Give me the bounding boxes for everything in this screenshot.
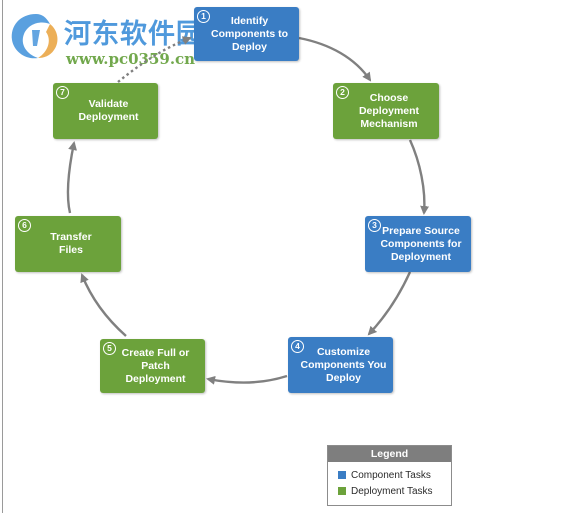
connector-5-to-6: [80, 273, 127, 337]
watermark-url: www.pc0359.cn: [66, 50, 196, 68]
step-1-number-badge: 1: [197, 10, 210, 23]
connector-2-to-3: [408, 139, 430, 215]
legend-swatch-deployment: [338, 487, 346, 495]
legend: Legend Component Tasks Deployment Tasks: [327, 445, 452, 506]
connector-3-to-4: [367, 271, 412, 336]
step-5-number-badge: 5: [103, 342, 116, 355]
step-2-choose-mechanism: 2 Choose Deployment Mechanism: [333, 83, 439, 139]
step-5-create-deployment: 5 Create Full or Patch Deployment: [100, 339, 205, 393]
step-7-validate-deployment: 7 Validate Deployment: [53, 83, 158, 139]
watermark-logo-icon: [11, 14, 58, 59]
legend-item-deployment-tasks: Deployment Tasks: [338, 486, 433, 497]
step-4-number-badge: 4: [291, 340, 304, 353]
watermark-site-name: 河东软件园: [64, 19, 204, 50]
step-3-number-badge: 3: [368, 219, 381, 232]
step-2-number-badge: 2: [336, 86, 349, 99]
step-5-label: Create Full or Patch Deployment: [121, 346, 190, 385]
step-6-number-badge: 6: [18, 219, 31, 232]
step-3-prepare-source: 3 Prepare Source Components for Deployme…: [365, 216, 471, 272]
step-6-label: Transfer Files: [50, 231, 92, 256]
legend-item-component-tasks: Component Tasks: [338, 470, 431, 481]
step-4-label: Customize Components You Deploy: [300, 345, 387, 384]
step-3-label: Prepare Source Components for Deployment: [380, 224, 462, 263]
legend-label-component: Component Tasks: [351, 470, 431, 481]
legend-title: Legend: [328, 446, 451, 462]
left-border-line: [2, 0, 3, 513]
step-1-label: Identify Components to Deploy: [211, 14, 288, 53]
step-1-identify-components: 1 Identify Components to Deploy: [194, 7, 299, 61]
connector-7-to-1: [117, 36, 192, 83]
watermark: 河东软件园 www.pc0359.cn: [6, 6, 216, 72]
legend-swatch-component: [338, 471, 346, 479]
legend-label-deployment: Deployment Tasks: [351, 486, 433, 497]
step-4-customize-components: 4 Customize Components You Deploy: [288, 337, 393, 393]
connector-1-to-2: [298, 36, 372, 82]
step-6-transfer-files: 6 Transfer Files: [15, 216, 121, 272]
connector-6-to-7: [66, 141, 77, 214]
step-7-number-badge: 7: [56, 86, 69, 99]
step-7-label: Validate Deployment: [78, 98, 139, 123]
connector-4-to-5: [206, 374, 288, 385]
step-2-label: Choose Deployment Mechanism: [358, 91, 420, 130]
